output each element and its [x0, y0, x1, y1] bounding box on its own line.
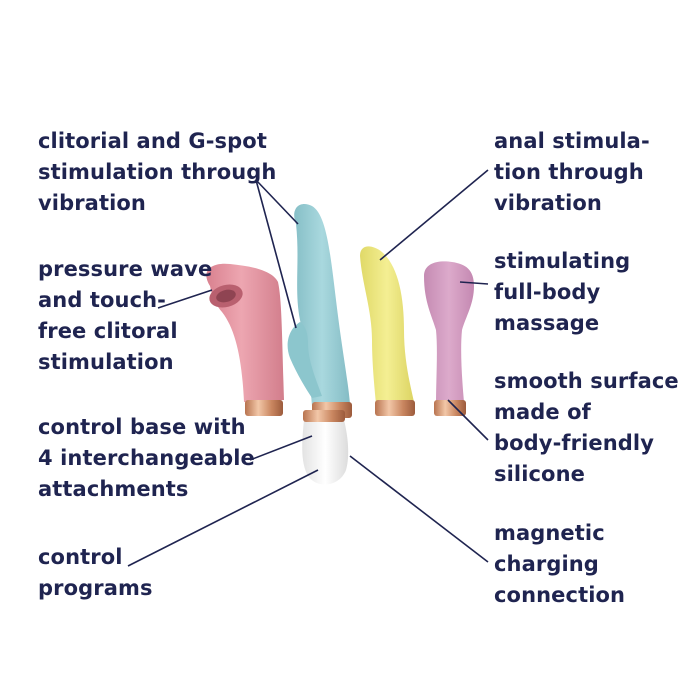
control-base [302, 410, 349, 485]
label-anal: anal stimula- tion through vibration [494, 129, 650, 215]
label-surface: smooth surface made of body-friendly sil… [494, 369, 679, 486]
rabbit-attachment [287, 204, 352, 418]
label-control-base: control base with 4 interchangeable atta… [38, 415, 255, 501]
label-full-body: stimulating full-body massage [494, 249, 631, 335]
label-clitoral-gspot: clitorial and G-spot stimulation through… [38, 129, 277, 215]
label-pressure-wave: pressure wave and touch- free clitoral s… [38, 257, 213, 374]
base-copper-ring [303, 410, 345, 422]
anal-attachment [360, 246, 415, 416]
pressure-wave-attachment [206, 263, 284, 416]
yellow-copper-ring [375, 400, 415, 416]
callout-lines [127, 169, 489, 567]
label-control-programs: control programs [38, 545, 153, 600]
pink-copper-ring [245, 400, 283, 416]
mauve-copper-ring [434, 400, 466, 416]
massage-attachment [424, 261, 474, 416]
label-magnetic: magnetic charging connection [494, 521, 626, 607]
